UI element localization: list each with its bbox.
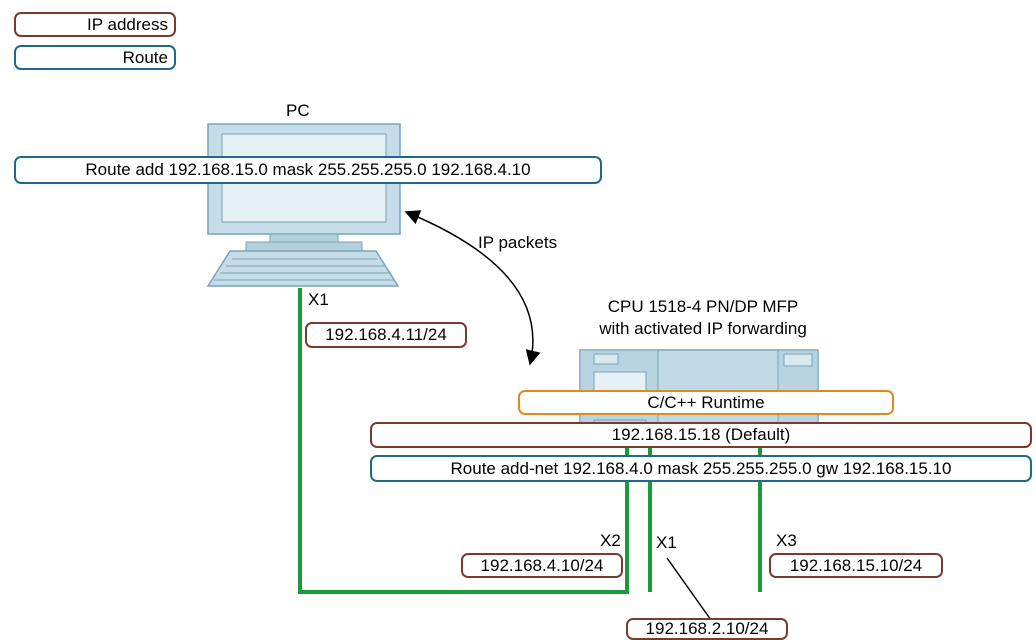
cpu-ip-x3: 192.168.15.10/24: [769, 553, 943, 578]
x1-leader-line: [666, 557, 712, 621]
ip-packets-arrow: [404, 210, 541, 366]
pc-ip-address: 192.168.4.11/24: [305, 322, 467, 348]
cpu-port-x1: X1: [656, 533, 677, 552]
keyboard-icon: [206, 250, 400, 287]
cpu-default-ip: 192.168.15.18 (Default): [370, 422, 1032, 448]
cable-pc-to-x2: [298, 288, 629, 594]
pc-port-x1: X1: [308, 290, 329, 309]
cpu-title: CPU 1518-4 PN/DP MFP: [607, 297, 799, 316]
cpu-subtitle: with activated IP forwarding: [599, 319, 807, 338]
pc-monitor-icon: [207, 123, 401, 252]
cpu-route-command: Route add-net 192.168.4.0 mask 255.255.2…: [370, 455, 1032, 482]
legend-ip-address: IP address: [14, 12, 176, 37]
legend-route: Route: [14, 45, 176, 70]
pc-route-command: Route add 192.168.15.0 mask 255.255.255.…: [14, 156, 602, 184]
cpu-port-x2: X2: [600, 531, 621, 550]
cpu-ip-x2: 192.168.4.10/24: [461, 553, 623, 578]
ip-packets-label: IP packets: [478, 233, 558, 252]
cpu-runtime-label: C/C++ Runtime: [518, 390, 894, 415]
pc-title: PC: [286, 101, 310, 120]
cpu-port-x3: X3: [776, 531, 797, 550]
cpu-ip-x1: 192.168.2.10/24: [626, 618, 788, 640]
